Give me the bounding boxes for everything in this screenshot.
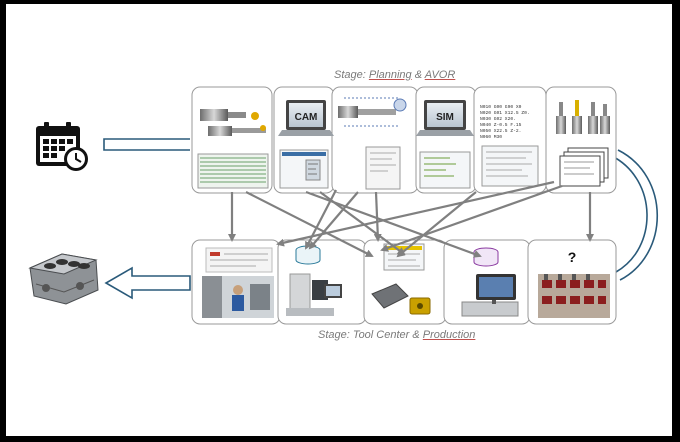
tool-assembly-panel [556,100,610,187]
database-icon-2 [473,247,499,267]
sim-label: SIM [436,112,454,123]
nc-line-1: N010 G00 G90 X0 [480,104,522,110]
stage-word-avor: AVOR [424,69,456,81]
presetter-panel [286,245,342,316]
input-connector [103,138,190,151]
operator-panel [202,247,274,318]
tool-rack-panel: ? [538,249,610,318]
nc-code-panel: N010 G00 G90 X0 N020 G01 X12.5 Z0. N030 … [480,104,539,187]
stage-planning-label: Stage: Planning & AVOR [334,69,455,81]
nc-line-5: N050 X22.5 Z-2. [480,128,521,134]
cam-laptop-panel [278,100,334,189]
tool-db-pc-panel [461,247,519,317]
database-icon [295,245,321,265]
stage-bottom-prefix: Stage: Tool Center & [318,329,423,341]
stage-prefix: Stage: [334,69,369,81]
flow-arrows [228,180,594,258]
engine-block-image [28,253,99,305]
nc-line-4: N040 Z-0.5 F.15 [480,122,522,128]
diagram-svg: N010 G00 G90 X0 N020 G01 X12.5 Z0. N030 … [28,86,659,325]
nc-line-2: N020 G01 X12.5 Z0. [480,110,530,116]
diagram-canvas: Stage: Planning & AVOR Stage: Tool Cente… [6,4,672,436]
nc-line-6: N060 M30 [480,134,502,140]
calendar-clock-icon [36,122,88,171]
nc-line-3: N030 G02 X20. [480,116,516,122]
stage-word-production: Production [422,329,476,341]
sim-laptop-panel [416,100,474,189]
unknown-question-mark: ? [568,249,577,265]
stage-sep: & [411,69,425,81]
feedback-connector [611,149,659,281]
cam-label: CAM [295,112,318,123]
stage-toolcenter-label: Stage: Tool Center & Production [318,329,475,341]
tool-holder-panel [197,109,269,189]
output-arrow [104,266,191,300]
tool-drawing-panel [338,97,407,190]
stage-word-planning: Planning [368,69,412,81]
